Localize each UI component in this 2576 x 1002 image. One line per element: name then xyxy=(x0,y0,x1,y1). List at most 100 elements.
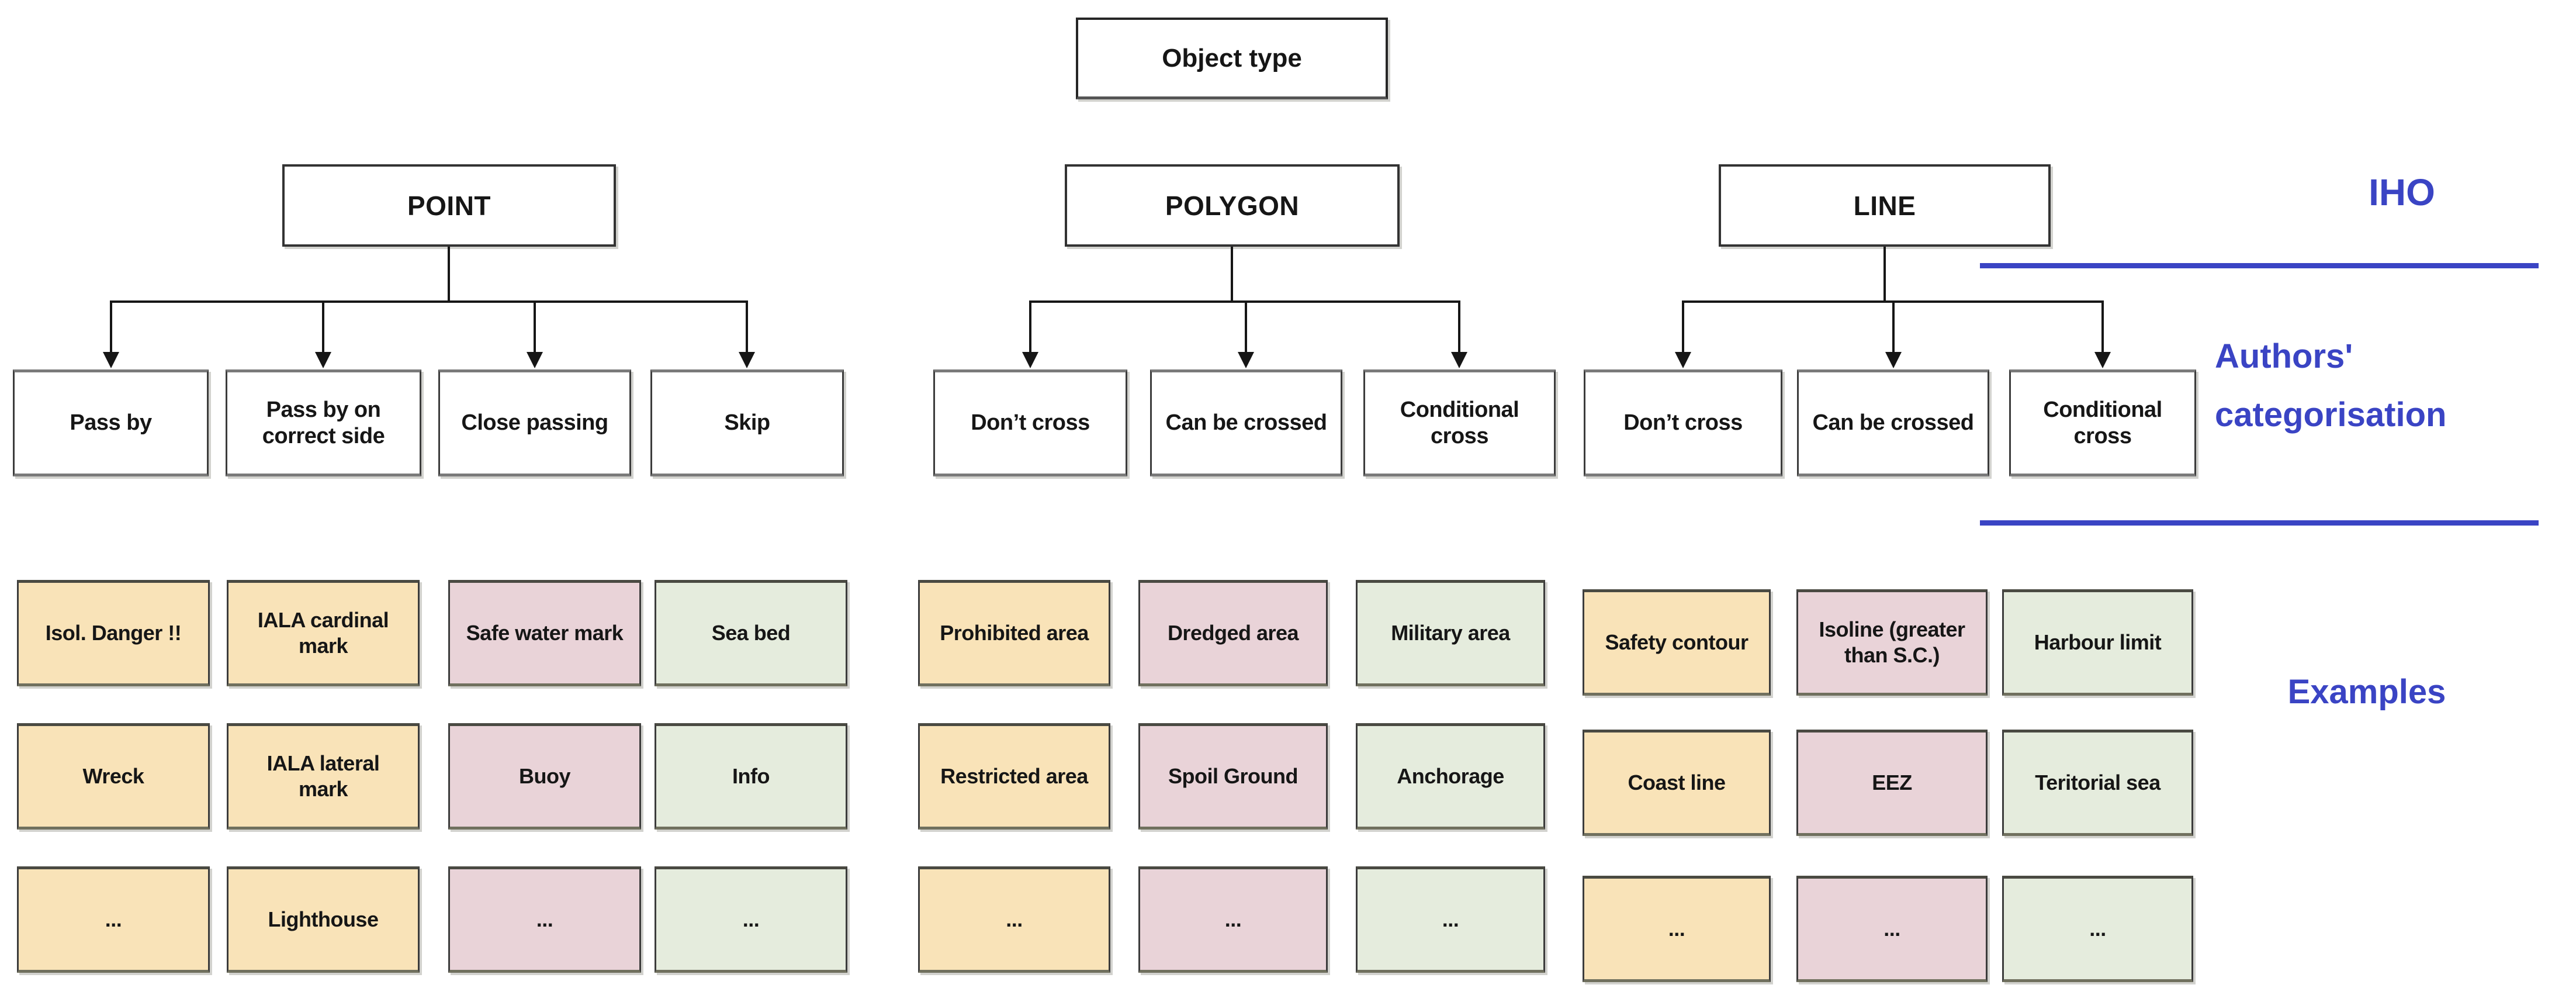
example-box: IALA lateral mark xyxy=(227,723,420,830)
arrow-down-icon xyxy=(527,352,543,368)
category-label: Can be crossed xyxy=(1812,410,1975,436)
example-box: EEZ xyxy=(1796,730,1988,836)
example-label: ... xyxy=(742,907,760,932)
arrow-down-icon xyxy=(739,352,755,368)
example-label: ... xyxy=(1006,907,1023,932)
category-label: Conditional cross xyxy=(2043,397,2162,448)
iho-label: IHO xyxy=(2369,171,2435,213)
example-box: Buoy xyxy=(448,723,641,830)
example-label: Info xyxy=(732,764,770,789)
connector-stem xyxy=(2101,300,2104,353)
example-label: Teritorial sea xyxy=(2035,770,2160,795)
example-box: ... xyxy=(448,866,641,973)
example-box: Prohibited area xyxy=(918,580,1110,686)
connector-stem xyxy=(1029,300,1031,353)
connector-drop-line xyxy=(1883,247,1886,300)
example-box: Military area xyxy=(1356,580,1545,686)
example-box: Isoline (greater than S.C.) xyxy=(1796,589,1988,696)
arrow-down-icon xyxy=(1451,352,1467,368)
category-box-skip: Skip xyxy=(650,369,844,476)
example-box: Info xyxy=(655,723,847,830)
example-box: Restricted area xyxy=(918,723,1110,830)
branch-label-line: LINE xyxy=(1853,190,1916,221)
example-box: ... xyxy=(1138,866,1328,973)
category-box-pass-by-correct-side: Pass by on correct side xyxy=(226,369,421,476)
category-box-line-can-be-crossed: Can be crossed xyxy=(1797,369,1989,476)
category-label: Don’t cross xyxy=(971,410,1090,436)
iho-divider-line xyxy=(1980,263,2539,268)
example-label: ... xyxy=(536,907,553,932)
arrow-down-icon xyxy=(1022,352,1038,368)
authors-categorisation-label: Authors' categorisation xyxy=(2215,327,2565,444)
category-box-polygon-conditional-cross: Conditional cross xyxy=(1363,369,1556,476)
connector-stem xyxy=(534,300,536,353)
arrow-down-icon xyxy=(103,352,119,368)
arrow-down-icon xyxy=(2094,352,2111,368)
example-box: Safe water mark xyxy=(448,580,641,686)
authors-line2: categorisation xyxy=(2215,395,2447,434)
connector-stem xyxy=(322,300,324,353)
example-box: Dredged area xyxy=(1138,580,1328,686)
example-label: Military area xyxy=(1391,621,1510,645)
object-type-label: Object type xyxy=(1162,43,1302,72)
example-box: Teritorial sea xyxy=(2002,730,2193,836)
categorisation-divider-line xyxy=(1980,520,2539,526)
branch-box-polygon: POLYGON xyxy=(1065,164,1400,247)
category-box-line-conditional-cross: Conditional cross xyxy=(2009,369,2196,476)
example-label: ... xyxy=(1224,907,1242,932)
branch-box-point: POINT xyxy=(282,164,616,247)
example-box: ... xyxy=(655,866,847,973)
example-label: EEZ xyxy=(1872,770,1912,795)
arrow-down-icon xyxy=(315,352,331,368)
connector-drop-polygon xyxy=(1231,247,1233,300)
connector-stem xyxy=(1682,300,1684,353)
example-box: Sea bed xyxy=(655,580,847,686)
example-box: IALA cardinal mark xyxy=(227,580,420,686)
example-box: Lighthouse xyxy=(227,866,420,973)
arrow-down-icon xyxy=(1675,352,1691,368)
connector-stem xyxy=(1892,300,1895,353)
category-label: Close passing xyxy=(461,410,608,436)
example-label: Dredged area xyxy=(1167,621,1299,645)
category-box-polygon-can-be-crossed: Can be crossed xyxy=(1150,369,1342,476)
category-label: Pass by xyxy=(70,410,152,436)
category-label: Don’t cross xyxy=(1623,410,1743,436)
connector-stem xyxy=(746,300,748,353)
example-label: Prohibited area xyxy=(940,621,1089,645)
example-label: Lighthouse xyxy=(268,907,379,932)
branch-box-line: LINE xyxy=(1719,164,2051,247)
example-label: IALA lateral mark xyxy=(266,751,380,801)
branch-label-polygon: POLYGON xyxy=(1165,190,1300,221)
category-label: Pass by on correct side xyxy=(262,397,385,448)
example-box: ... xyxy=(918,866,1110,973)
connector-bar-point xyxy=(110,300,748,303)
example-box: Wreck xyxy=(17,723,210,830)
connector-drop-point xyxy=(448,247,450,300)
arrow-down-icon xyxy=(1238,352,1254,368)
category-box-line-dont-cross: Don’t cross xyxy=(1584,369,1782,476)
example-box: Anchorage xyxy=(1356,723,1545,830)
example-label: Restricted area xyxy=(940,764,1088,789)
object-type-box: Object type xyxy=(1076,18,1388,99)
example-box: Spoil Ground xyxy=(1138,723,1328,830)
example-label: Wreck xyxy=(82,764,144,789)
connector-stem xyxy=(1458,300,1460,353)
example-label: ... xyxy=(1883,917,1900,941)
example-label: Sea bed xyxy=(711,621,791,645)
category-label: Can be crossed xyxy=(1165,410,1328,436)
example-box: ... xyxy=(2002,876,2193,982)
example-label: ... xyxy=(2089,917,2106,941)
example-box: ... xyxy=(1583,876,1771,982)
example-box: Coast line xyxy=(1583,730,1771,836)
example-box: ... xyxy=(17,866,210,973)
example-label: ... xyxy=(1442,907,1459,932)
example-box: ... xyxy=(1796,876,1988,982)
example-label: Safe water mark xyxy=(466,621,624,645)
example-box: ... xyxy=(1356,866,1545,973)
example-label: Spoil Ground xyxy=(1168,764,1298,789)
example-label: Safety contour xyxy=(1605,630,1749,655)
example-label: IALA cardinal mark xyxy=(257,608,389,658)
example-box: Isol. Danger !! xyxy=(17,580,210,686)
connector-stem xyxy=(1245,300,1247,353)
